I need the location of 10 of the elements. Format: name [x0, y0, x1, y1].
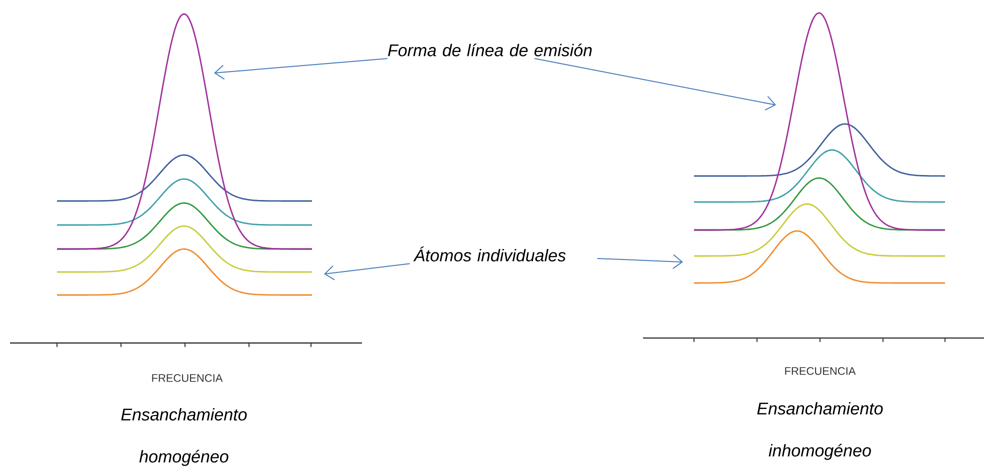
callout-text: Forma de línea de emisión: [388, 44, 592, 56]
leader-line: [324, 263, 410, 280]
caption-text: Ensanchamiento inhomogéneo: [757, 402, 883, 460]
axis-label: FRECUENCIA: [152, 374, 223, 382]
callout-text: Átomos individuales: [413, 246, 566, 262]
leader-line: [534, 58, 776, 111]
caption-text: Ensanchamiento homogéneo: [121, 408, 247, 466]
leader-line: [596, 254, 683, 270]
axis-label: FRECUENCIA: [785, 367, 856, 375]
leader-line: [214, 58, 388, 80]
